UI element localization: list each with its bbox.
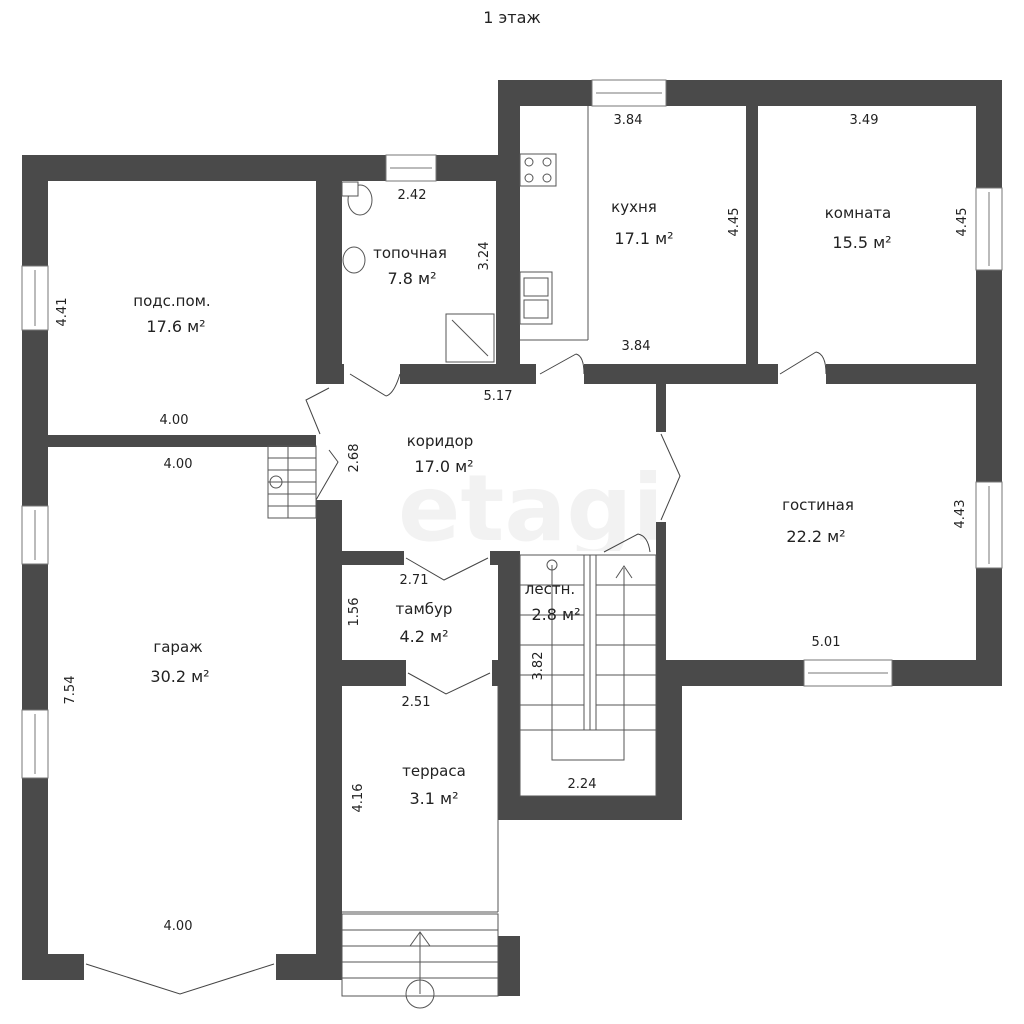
fixtures — [341, 153, 557, 363]
stove-icon — [519, 153, 557, 187]
dim-koridor-top: 5.17 — [484, 389, 513, 404]
wall-right-top — [498, 80, 1002, 106]
doors — [85, 351, 827, 995]
dim-garazh-left: 7.54 — [63, 676, 78, 705]
room-name-komnata: комната — [825, 204, 891, 222]
dim-lestnica-height: 3.82 — [531, 652, 546, 681]
door-gap-corridor-top-left — [344, 364, 400, 384]
windows — [21, 79, 1003, 779]
stair-path-arrow — [551, 565, 633, 761]
door-gap-garage — [84, 954, 276, 980]
thin-lines — [342, 106, 591, 913]
room-name-topochnaya: топочная — [373, 244, 447, 262]
walls — [22, 80, 1002, 996]
dim-garazh-bottom: 4.00 — [164, 919, 193, 934]
dim-koridor-left: 2.68 — [347, 444, 362, 473]
dim-podsobnoe-bottom: 4.00 — [160, 413, 189, 428]
door-gap-corridor-left — [316, 384, 342, 500]
dim-gostinaya-bottom: 5.01 — [812, 635, 841, 650]
wall-garage-right — [316, 180, 342, 980]
stairs — [267, 445, 657, 1009]
room-name-podsobnoe: подс.пом. — [133, 292, 210, 310]
toilet-tank — [341, 181, 359, 197]
room-name-kuhnya: кухня — [611, 198, 657, 216]
room-area-tambur: 4.2 м² — [399, 627, 448, 646]
door-tambur-top — [405, 557, 489, 581]
stove-burner — [524, 157, 534, 167]
room-area-komnata: 15.5 м² — [832, 233, 891, 252]
wall-garage-bottom-left — [22, 954, 84, 980]
room-name-koridor: коридор — [407, 432, 474, 450]
wall-kitchen-room — [746, 106, 758, 372]
sink-icon — [342, 246, 366, 274]
wall-topochnaya-right — [496, 155, 518, 364]
door-gap-tambur-bottom — [406, 660, 492, 686]
room-area-garazh: 30.2 м² — [150, 667, 209, 686]
door-living — [660, 433, 681, 521]
wall-terrace-step — [498, 936, 520, 996]
room-name-lestnica: лестн. — [525, 580, 575, 598]
wall-under-top-rooms — [316, 364, 1002, 384]
wall-stair-left — [498, 555, 520, 820]
dim-tambur-top: 2.71 — [400, 573, 429, 588]
door-garage — [85, 963, 275, 995]
room-area-terrasa: 3.1 м² — [409, 789, 458, 808]
terrace-steps-frame — [341, 913, 499, 997]
stove-burner — [542, 157, 552, 167]
dim-terrasa-left: 4.16 — [351, 784, 366, 813]
terrace-arrow — [409, 931, 431, 994]
room-area-koridor: 17.0 м² — [414, 457, 473, 476]
room-area-kuhnya: 17.1 м² — [614, 229, 673, 248]
dim-gostinaya-right: 4.43 — [953, 500, 968, 529]
dimension-labels: 4.41 4.00 4.00 7.54 4.00 2.42 3.24 3.84 … — [55, 113, 970, 934]
dim-lestnica-bottom: 2.24 — [568, 777, 597, 792]
shower-diagonal — [451, 319, 489, 357]
dim-kuhnya-top: 3.84 — [614, 113, 643, 128]
room-area-topochnaya: 7.8 м² — [387, 269, 436, 288]
room-name-terrasa: терраса — [402, 762, 466, 780]
dim-komnata-top: 3.49 — [850, 113, 879, 128]
door-kitchen — [539, 353, 585, 375]
floor-title: 1 этаж — [483, 8, 541, 27]
dim-tambur-left: 1.56 — [347, 598, 362, 627]
wall-podsob-garage — [48, 435, 316, 447]
door-corridor-top — [349, 373, 401, 397]
stair-start-marker — [546, 559, 558, 571]
dim-kuhnya-right: 4.45 — [727, 208, 742, 237]
room-name-gostinaya: гостиная — [782, 496, 854, 514]
dim-kuhnya-bottom: 3.84 — [622, 339, 651, 354]
kitchen-sink-bowl — [523, 277, 549, 297]
room-area-lestnica: 2.8 м² — [531, 605, 580, 624]
dim-tambur-bottom: 2.51 — [402, 695, 431, 710]
dim-topochnaya-top: 2.42 — [398, 188, 427, 203]
dim-garazh-top: 4.00 — [164, 457, 193, 472]
room-area-podsobnoe: 17.6 м² — [146, 317, 205, 336]
room-area-gostinaya: 22.2 м² — [786, 527, 845, 546]
door-room — [779, 351, 827, 375]
door-gap-corridor-stair — [520, 551, 656, 565]
dim-topochnaya-right: 3.24 — [477, 242, 492, 271]
dim-komnata-right: 4.45 — [955, 208, 970, 237]
room-name-garazh: гараж — [153, 638, 202, 656]
kitchen-sink-bowl — [523, 299, 549, 319]
door-gap-living — [656, 432, 666, 522]
door-stair — [603, 533, 651, 553]
door-tambur-bottom — [407, 672, 491, 695]
door-gap-tambur-top — [404, 551, 490, 565]
stove-burner — [542, 173, 552, 183]
stove-burner — [524, 173, 534, 183]
door-gap-room — [778, 364, 826, 384]
door-garage-top — [315, 449, 339, 501]
room-labels: подс.пом. 17.6 м² топочная 7.8 м² кухня … — [133, 198, 891, 808]
wall-stair-bottom — [498, 796, 682, 820]
room-name-tambur: тамбур — [396, 600, 453, 618]
door-gap-kitchen — [536, 364, 584, 384]
dim-podsobnoe-left: 4.41 — [55, 298, 70, 327]
door-podsob — [305, 387, 330, 435]
wall-living-left — [656, 380, 666, 680]
